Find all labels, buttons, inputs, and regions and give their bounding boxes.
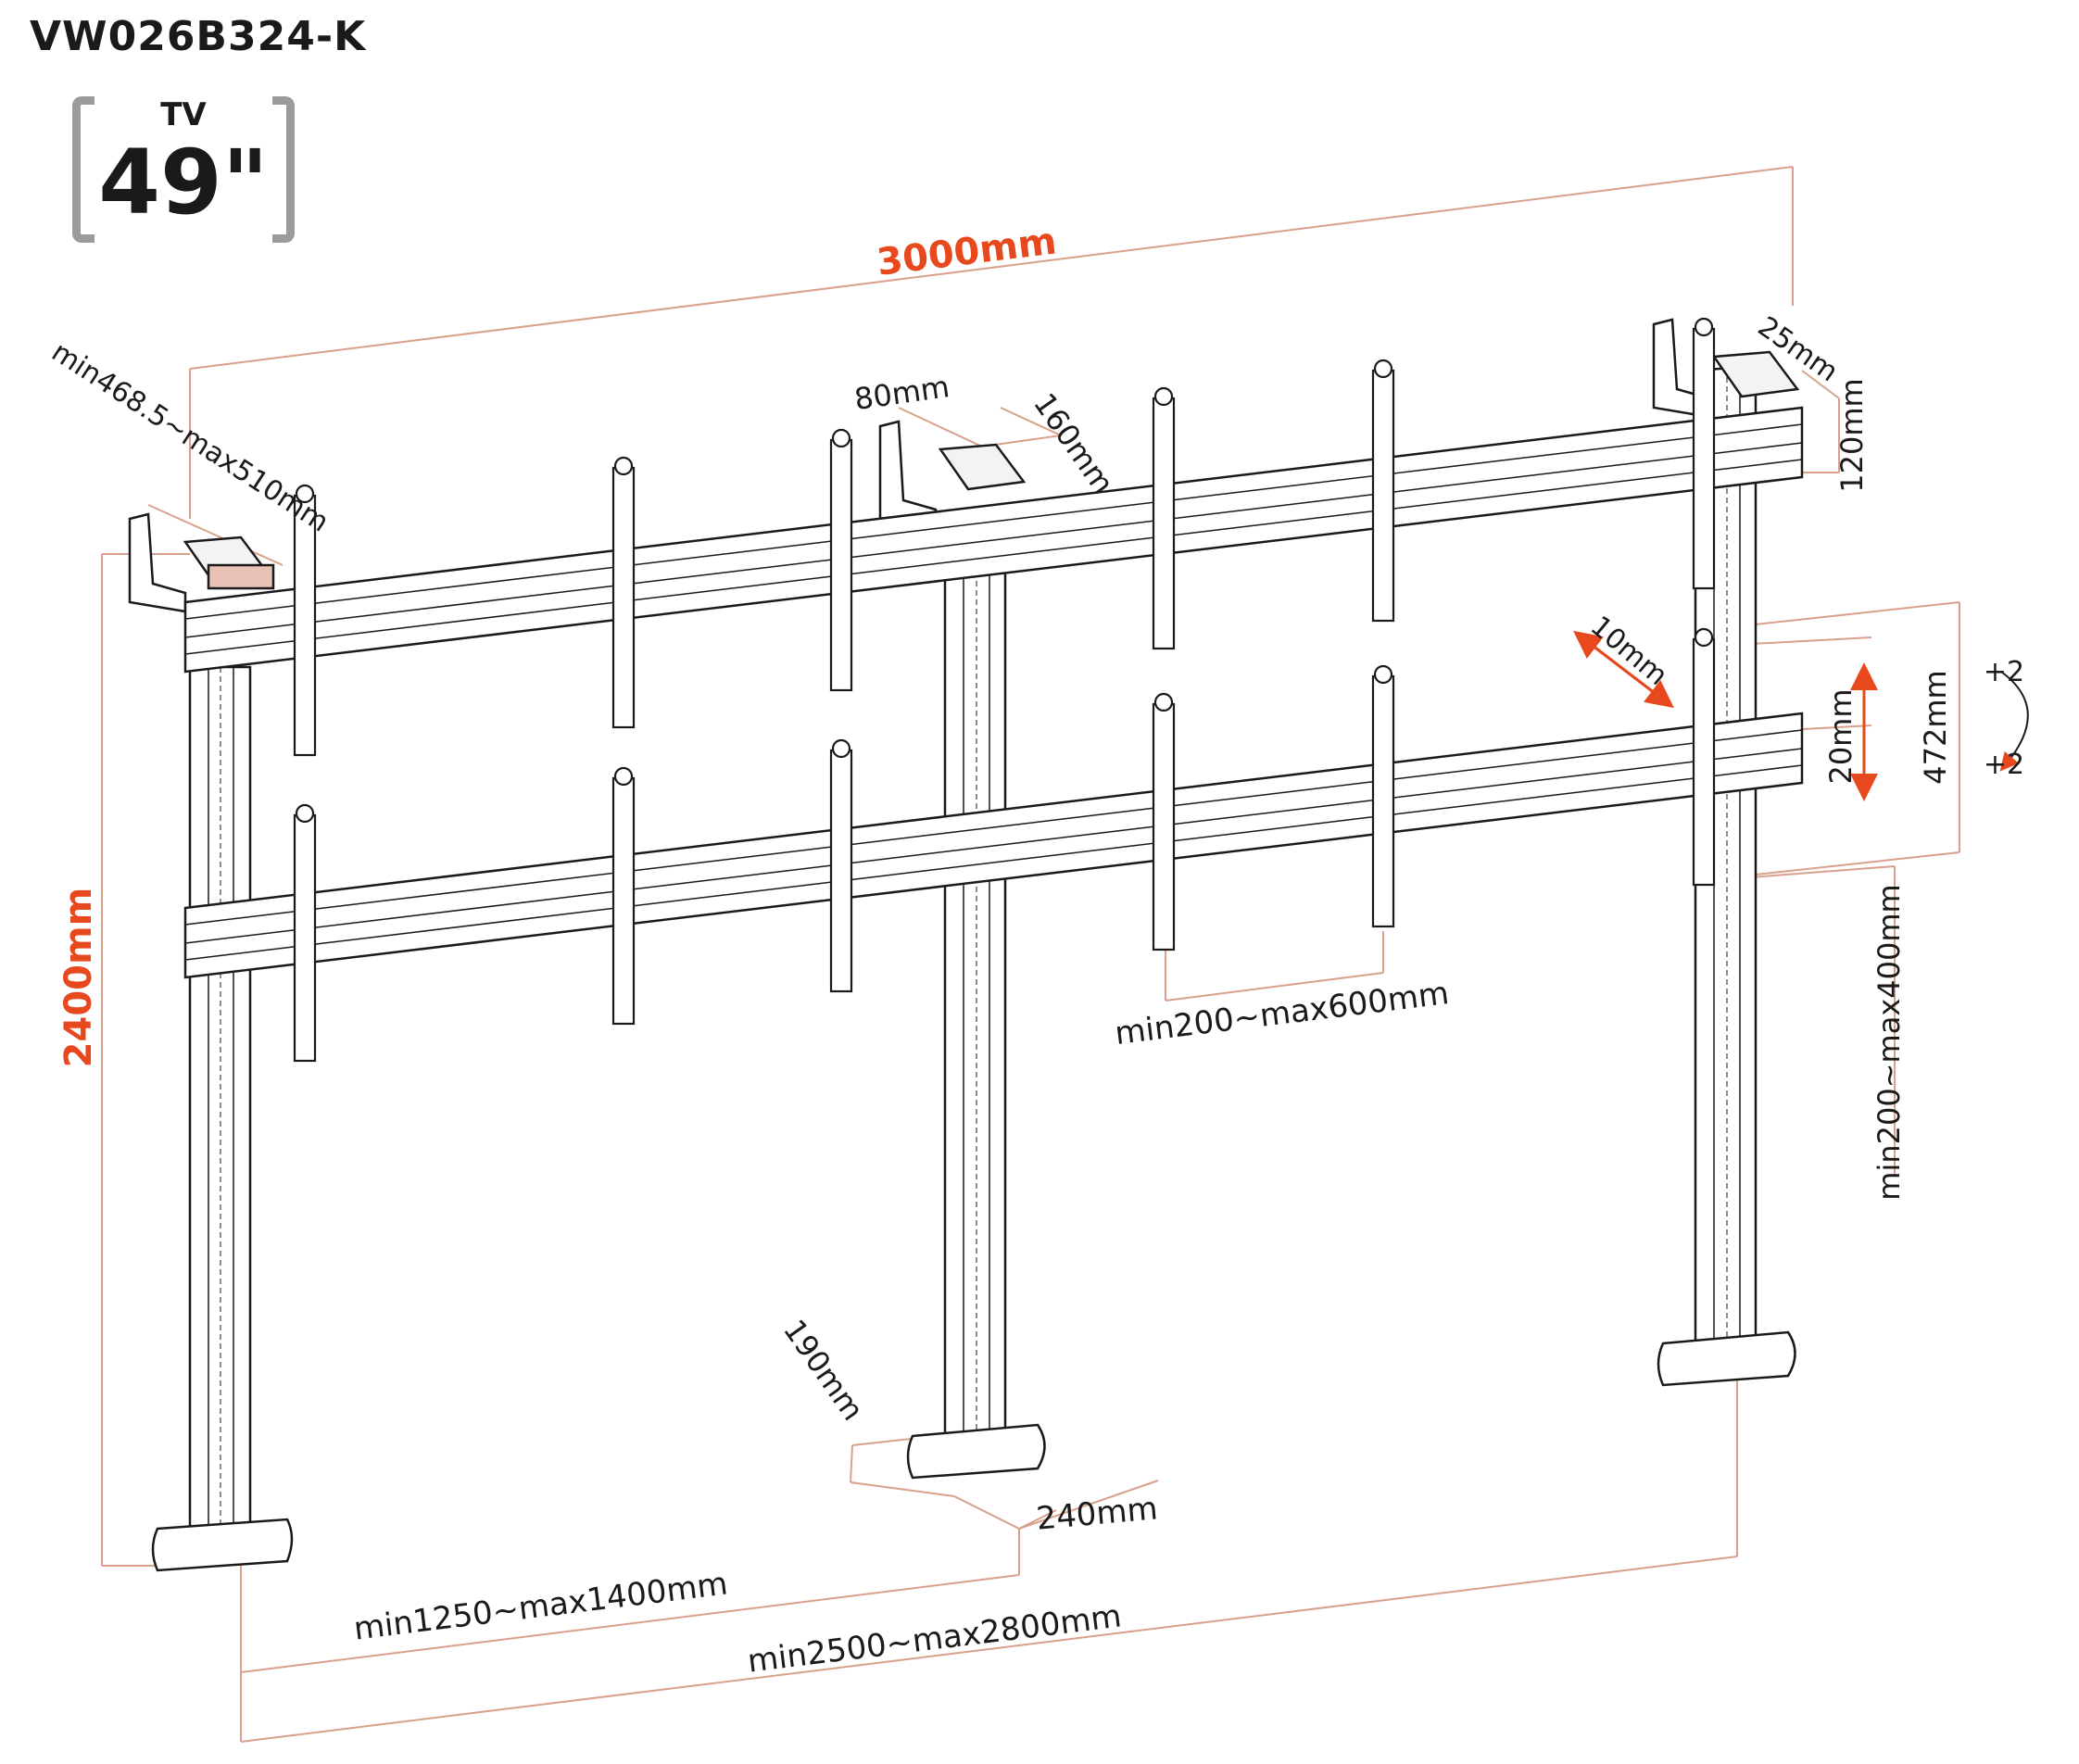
label-tilt-up: +2 bbox=[1984, 656, 2024, 688]
tv-label: TV bbox=[160, 96, 207, 133]
tilt-arrow bbox=[1999, 671, 2029, 772]
badge-bracket-left bbox=[72, 96, 94, 243]
label-outer-span: min2500~max2800mm bbox=[746, 1597, 1124, 1680]
label-rail-height: 120mm bbox=[1834, 378, 1870, 492]
model-code: VW026B324-K bbox=[30, 13, 367, 60]
label-bracket-spacing: 160mm bbox=[1027, 386, 1121, 500]
label-tilt-down: +2 bbox=[1984, 749, 2024, 781]
label-bracket-width: 80mm bbox=[852, 369, 951, 417]
badge-bracket-right bbox=[272, 96, 295, 243]
tv-size: 49" bbox=[98, 131, 269, 234]
label-total-width: 3000mm bbox=[875, 220, 1059, 284]
adjust-arrows bbox=[1573, 630, 1878, 801]
label-total-height: 2400mm bbox=[57, 888, 100, 1068]
right-foot bbox=[1657, 1330, 1796, 1387]
left-foot bbox=[151, 1518, 294, 1572]
rails bbox=[183, 406, 1804, 979]
label-micro-adjust: 20mm bbox=[1823, 688, 1858, 784]
label-vesa-vertical: min200~max400mm bbox=[1871, 884, 1907, 1200]
vesa-arms bbox=[293, 317, 1716, 1063]
middle-foot bbox=[906, 1423, 1046, 1480]
middle-post bbox=[943, 549, 1007, 1438]
label-foot-width: 240mm bbox=[1035, 1490, 1159, 1537]
label-rail-spacing: 472mm bbox=[1918, 670, 1953, 784]
tv-size-badge: TV 49" bbox=[72, 96, 295, 246]
dimension-lines bbox=[101, 166, 1960, 1743]
label-foot-depth: 190mm bbox=[776, 1313, 871, 1427]
